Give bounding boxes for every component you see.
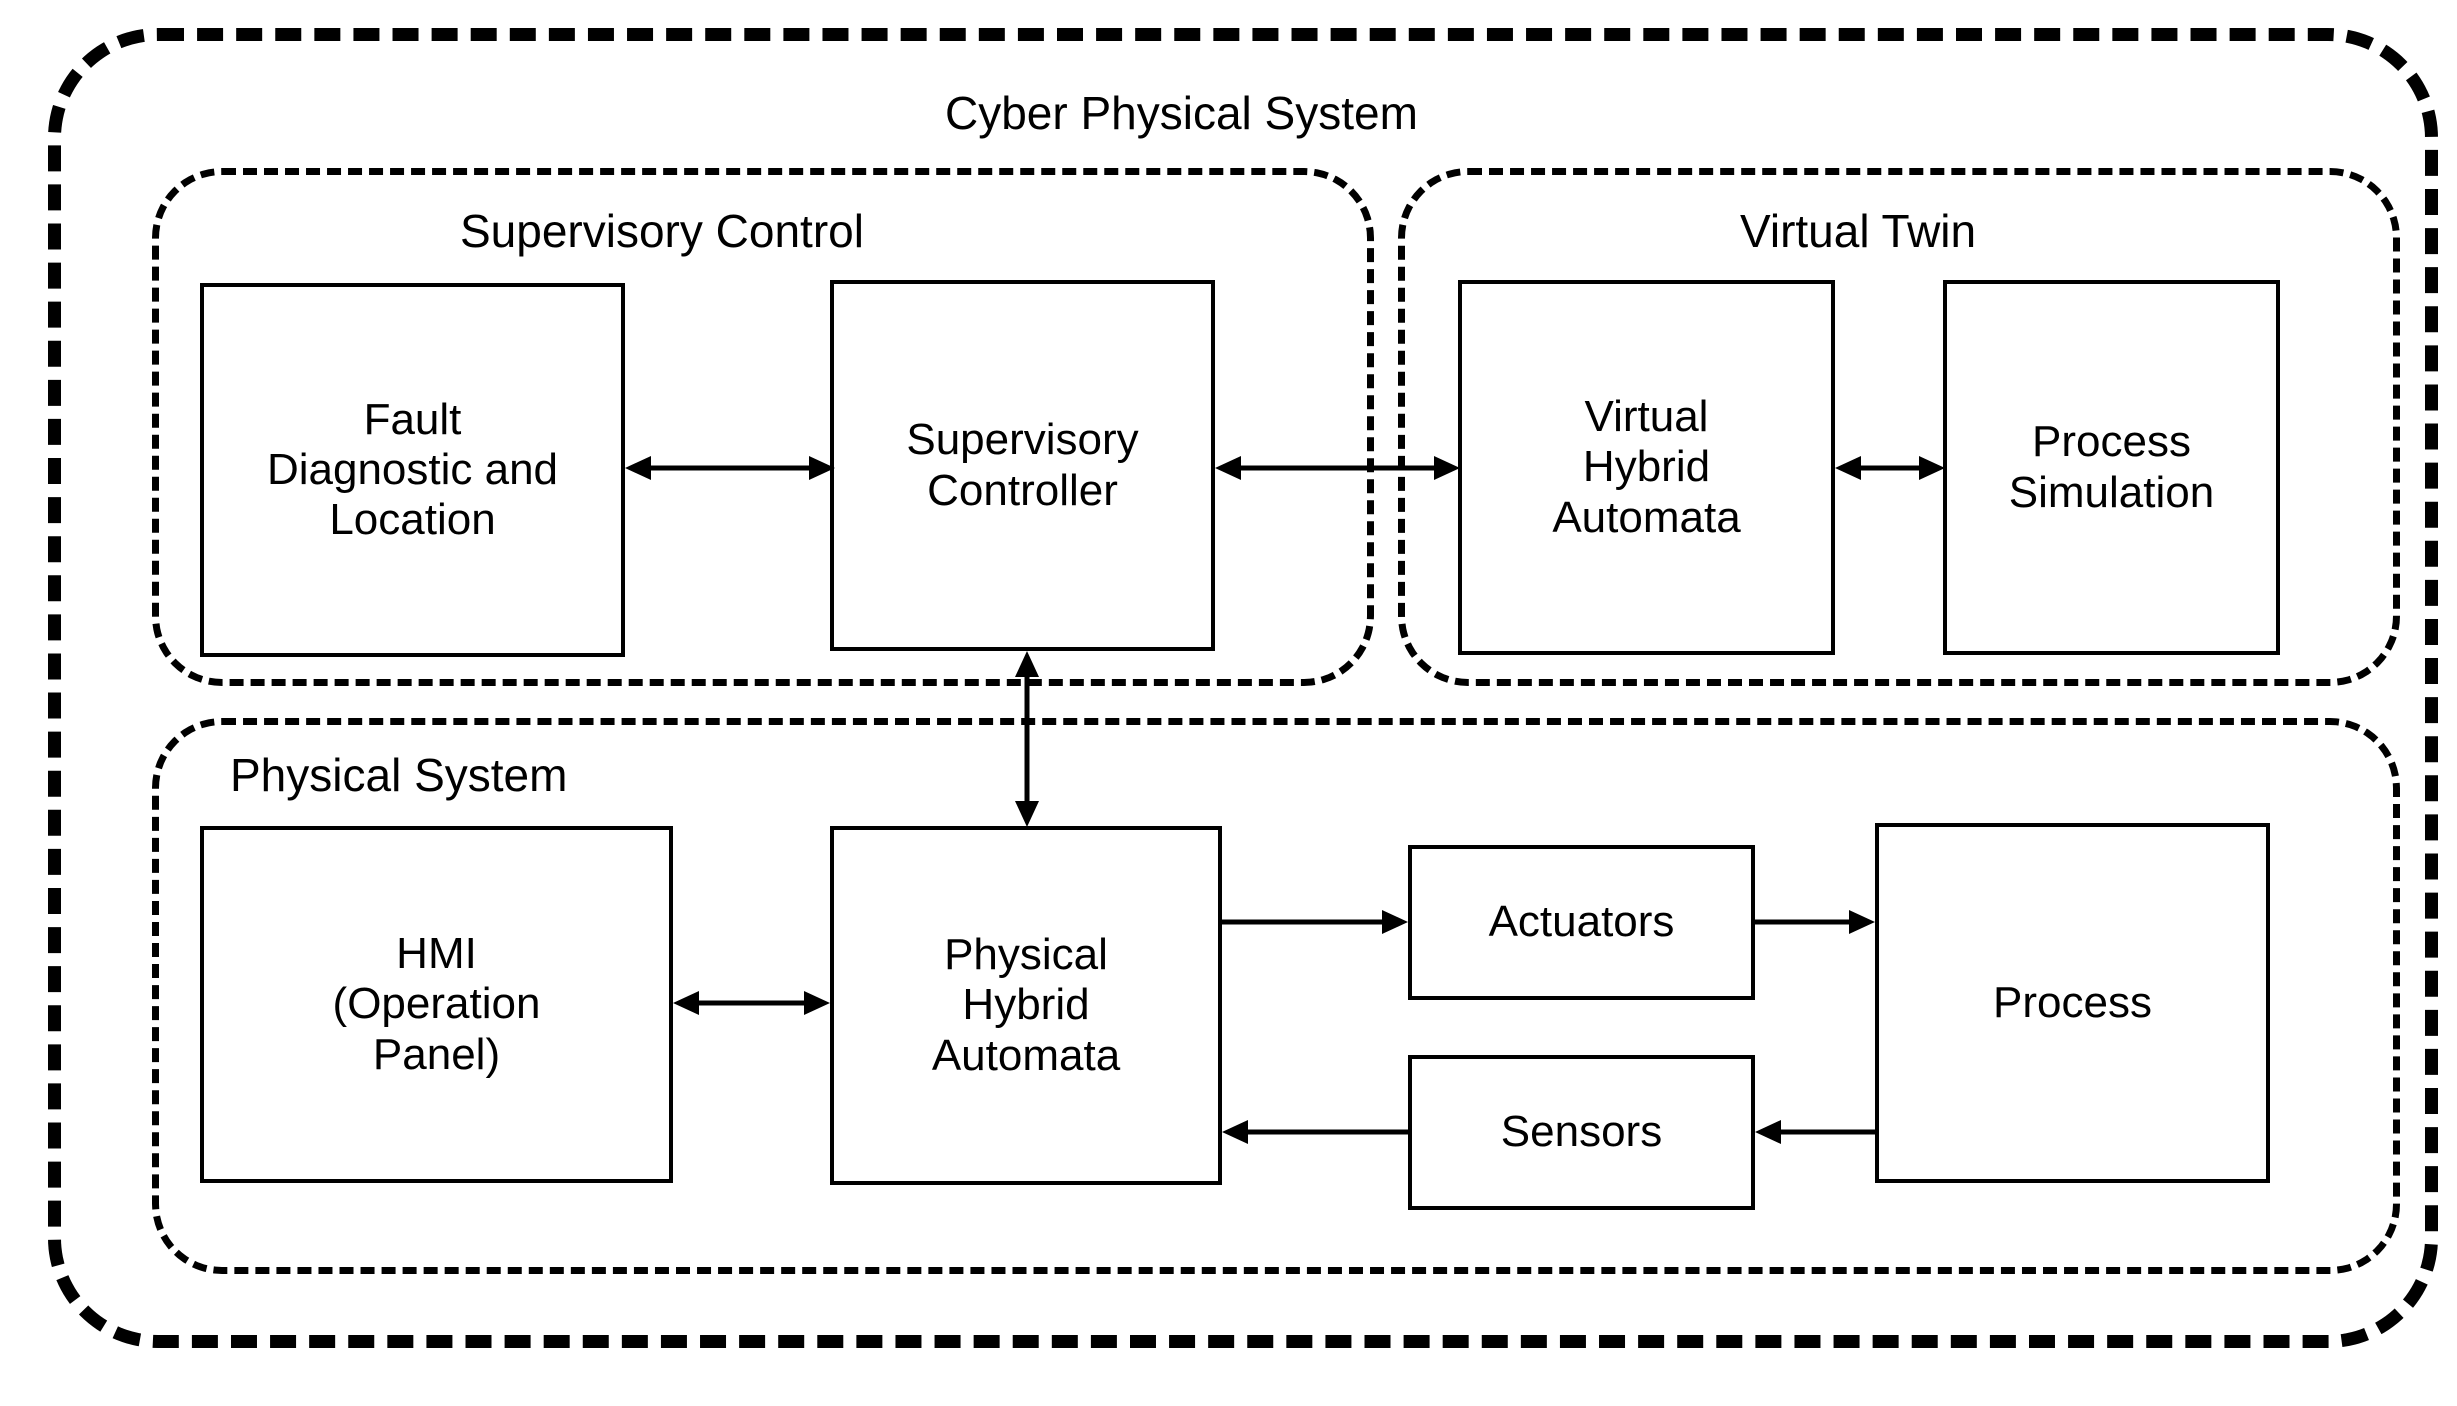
connector-supervisory-controller-to-physical-hybrid-automata	[1015, 651, 1039, 827]
node-label-virtual-hybrid-automata: Virtual Hybrid Automata	[1468, 392, 1825, 542]
node-label-physical-hybrid-automata: Physical Hybrid Automata	[840, 930, 1212, 1080]
node-line-1: Process	[2032, 417, 2191, 467]
node-sensors[interactable]: Sensors	[1408, 1055, 1755, 1210]
group-title-virtual-twin: Virtual Twin	[1740, 205, 1977, 257]
group-supervisory-control	[152, 168, 1374, 686]
group-physical-system	[152, 718, 2400, 1274]
node-actuators[interactable]: Actuators	[1408, 845, 1755, 1000]
node-line-1: HMI	[396, 929, 477, 979]
node-line-1: Fault	[363, 394, 462, 444]
connector-actuators-to-process	[1755, 910, 1875, 934]
node-fault-diagnostic-and-location[interactable]: Fault Diagnostic and Location	[200, 283, 625, 657]
node-line-2: Diagnostic and	[266, 444, 559, 494]
node-physical-hybrid-automata[interactable]: Physical Hybrid Automata	[830, 826, 1222, 1185]
node-label-supervisory-controller: Supervisory Controller	[840, 415, 1205, 515]
node-label-process-simulation: Process Simulation	[1953, 417, 2270, 517]
node-line-2: Simulation	[2008, 467, 2215, 517]
node-line-1: Virtual	[1584, 392, 1709, 442]
node-line-2: Hybrid	[962, 980, 1090, 1030]
group-title-supervisory-control: Supervisory Control	[460, 205, 864, 257]
node-hmi-operation-panel[interactable]: HMI (Operation Panel)	[200, 826, 673, 1183]
node-process-simulation[interactable]: Process Simulation	[1943, 280, 2280, 655]
node-line-2: Hybrid	[1582, 442, 1711, 492]
node-line-2: (Operation	[332, 979, 541, 1029]
node-label-hmi-operation-panel: HMI (Operation Panel)	[210, 929, 663, 1079]
node-label-fault-diagnostic-and-location: Fault Diagnostic and Location	[210, 395, 615, 545]
node-line-1: Physical	[944, 930, 1108, 980]
node-line-2: Controller	[927, 465, 1118, 515]
node-process[interactable]: Process	[1875, 823, 2270, 1183]
node-label-process: Process	[1993, 977, 2152, 1027]
connector-supervisory-controller-to-virtual-hybrid-automata	[1215, 456, 1460, 480]
connector-process-to-sensors	[1755, 1120, 1875, 1144]
connector-hmi-to-physical-hybrid-automata	[673, 991, 830, 1015]
group-virtual-twin	[1398, 168, 2400, 686]
group-title-physical-system: Physical System	[230, 749, 568, 801]
node-line-3: Location	[329, 495, 496, 545]
connector-sensors-to-physical-hybrid-automata	[1222, 1120, 1408, 1144]
node-line-3: Automata	[931, 1030, 1121, 1080]
node-supervisory-controller[interactable]: Supervisory Controller	[830, 280, 1215, 651]
group-title-cyber-physical-system: Cyber Physical System	[945, 87, 1418, 139]
connector-physical-hybrid-automata-to-actuators	[1222, 910, 1408, 934]
node-label-sensors: Sensors	[1500, 1107, 1663, 1157]
node-line-3: Panel)	[372, 1029, 501, 1079]
node-line-3: Automata	[1552, 492, 1741, 542]
group-cyber-physical-system	[48, 28, 2438, 1348]
connector-fault-to-supervisory-controller	[625, 456, 835, 480]
node-virtual-hybrid-automata[interactable]: Virtual Hybrid Automata	[1458, 280, 1835, 655]
node-label-actuators: Actuators	[1488, 897, 1675, 947]
node-line-1: Supervisory	[906, 415, 1139, 465]
connector-virtual-hybrid-automata-to-process-simulation	[1835, 456, 1945, 480]
